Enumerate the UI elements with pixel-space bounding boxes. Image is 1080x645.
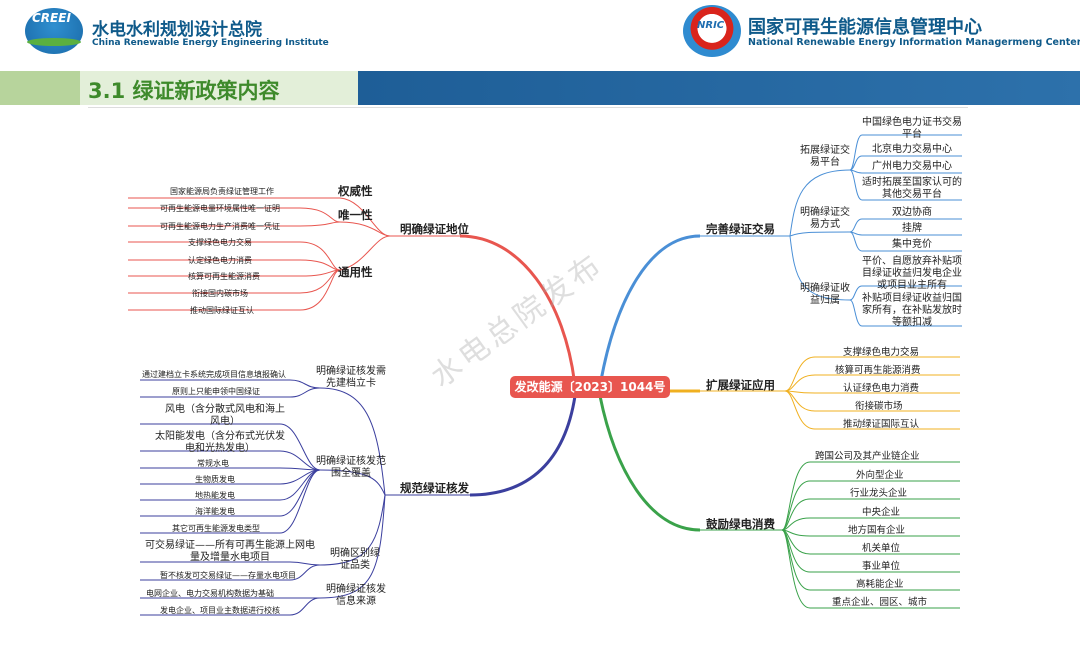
leaf-item: 支撑绿色电力交易 (188, 238, 252, 247)
leaf-item: 风电（含分散式风电和海上风电） (165, 404, 285, 427)
header: CREEI 水电水利规划设计总院 China Renewable Energy … (0, 0, 1080, 72)
leaf-item: 北京电力交易中心 (872, 144, 952, 155)
leaf-item: 挂牌 (902, 223, 922, 234)
nric-logo-text: NRIC (697, 20, 725, 31)
section-bar-blue (358, 71, 1080, 105)
leaf-item: 认证绿色电力消费 (843, 383, 920, 394)
leaf-item: 电网企业、电力交易机构数据为基础 (146, 589, 274, 598)
leaf-item: 集中竞价 (892, 239, 932, 250)
group-source: 明确绿证核发信息来源 (326, 584, 386, 607)
leaf-item: 支撑绿色电力交易 (843, 347, 920, 358)
leaf-item: 国家能源局负责绿证管理工作 (170, 187, 274, 196)
leaf-item: 适时拓展至国家认可的其他交易平台 (862, 177, 962, 200)
leaf-item: 认定绿色电力消费 (188, 256, 252, 265)
leaf-item: 补贴项目绿证收益归国家所有，在补贴发放时等额扣减 (862, 293, 962, 328)
group-methods: 明确绿证交易方式 (800, 207, 850, 230)
branch-issuance: 规范绿证核发 (400, 481, 469, 495)
nric-logo (683, 5, 741, 57)
leaf-item: 生物质发电 (195, 475, 235, 484)
leaf-item: 可再生能源电力生产消费唯一凭证 (160, 222, 280, 231)
group-filing: 明确绿证核发需先建档立卡 (316, 366, 386, 389)
leaf-item: 跨国公司及其产业链企业 (815, 451, 920, 462)
branch-application: 扩展绿证应用 (706, 378, 775, 392)
leaf-item: 外向型企业 (856, 470, 904, 481)
leaf-item: 高耗能企业 (856, 579, 904, 590)
leaf-item: 广州电力交易中心 (872, 161, 952, 172)
creei-logo-text: CREEI (32, 11, 71, 25)
leaf-item: 中国绿色电力证书交易平台 (862, 117, 962, 140)
leaf-item: 平价、自愿放弃补贴项目绿证收益归发电企业或项目业主所有 (862, 256, 962, 291)
leaf-item: 可再生能源电量环境属性唯一证明 (160, 204, 280, 213)
left-org-english: China Renewable Energy Engineering Insti… (92, 38, 329, 48)
group-coverage: 明确绿证核发范围全覆盖 (316, 456, 386, 479)
leaf-item: 重点企业、园区、城市 (832, 597, 928, 608)
branch-consumption: 鼓励绿电消费 (706, 517, 775, 531)
group-revenue: 明确绿证收益归属 (800, 283, 850, 306)
group-universality: 通用性 (338, 265, 373, 279)
leaf-item: 衔接国内碳市场 (192, 289, 248, 298)
section-title: 3.1 绿证新政策内容 (88, 79, 280, 103)
leaf-item: 事业单位 (862, 561, 901, 572)
leaf-item: 暂不核发可交易绿证——存量水电项目 (160, 571, 296, 580)
right-org-name: 国家可再生能源信息管理中心 (748, 17, 982, 38)
group-authority: 权威性 (338, 184, 373, 198)
leaf-item: 地方国有企业 (848, 525, 906, 536)
leaf-item: 核算可再生能源消费 (835, 365, 921, 376)
leaf-item: 地热能发电 (195, 491, 235, 500)
group-uniqueness: 唯一性 (338, 208, 373, 222)
leaf-item: 中央企业 (862, 507, 901, 518)
leaf-item: 推动国际绿证互认 (190, 306, 254, 315)
leaf-item: 推动绿证国际互认 (843, 419, 920, 430)
leaf-item: 衔接碳市场 (855, 401, 903, 412)
leaf-item: 原则上只能申领中国绿证 (172, 387, 260, 396)
creei-logo (25, 8, 83, 54)
leaf-item: 可交易绿证——所有可再生能源上网电量及增量水电项目 (145, 540, 315, 563)
leaf-item: 其它可再生能源发电类型 (172, 524, 260, 533)
branch-cert-status: 明确绿证地位 (400, 222, 469, 236)
leaf-item: 通过建档立卡系统完成项目信息填报确认 (142, 370, 286, 379)
group-platforms: 拓展绿证交易平台 (800, 145, 850, 168)
divider (88, 107, 968, 108)
group-category: 明确区别绿证品类 (330, 548, 380, 571)
leaf-item: 机关单位 (862, 543, 901, 554)
leaf-item: 常规水电 (197, 459, 229, 468)
right-org-english: National Renewable Energy Information Ma… (748, 37, 1080, 48)
center-node: 发改能源〔2023〕1044号 (510, 376, 670, 398)
leaf-item: 核算可再生能源消费 (188, 272, 260, 281)
leaf-item: 海洋能发电 (195, 507, 235, 516)
creei-logo-wave (27, 38, 81, 46)
leaf-item: 太阳能发电（含分布式光伏发电和光热发电） (155, 431, 285, 454)
branch-trading: 完善绿证交易 (706, 222, 775, 236)
section-accent (0, 71, 80, 105)
leaf-item: 发电企业、项目业主数据进行校核 (160, 606, 280, 615)
leaf-item: 行业龙头企业 (850, 488, 908, 499)
leaf-item: 双边协商 (892, 207, 932, 218)
left-org-name: 水电水利规划设计总院 (92, 20, 262, 40)
